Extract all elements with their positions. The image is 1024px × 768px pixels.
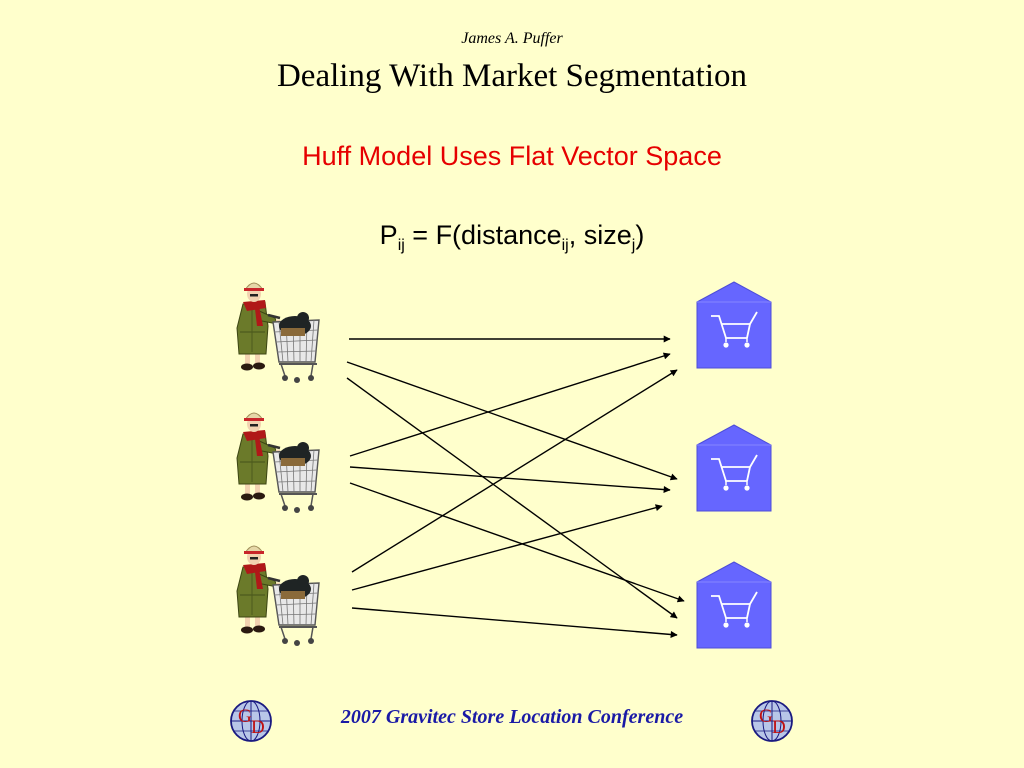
flow-arrow (346, 361, 678, 481)
store-icon (696, 424, 772, 512)
flow-arrow (351, 607, 678, 638)
logo-letter-g: G (238, 706, 252, 727)
author-name: James A. Puffer (461, 30, 563, 47)
formula-p: P (379, 220, 398, 250)
huff-formula: Pij = F(distanceij, sizej) (0, 220, 1024, 254)
shopper-icon (235, 411, 321, 515)
logo-letter-d: D (772, 717, 786, 738)
formula-size: , size (568, 220, 632, 250)
formula-distance: = F(distance (404, 220, 562, 250)
formula-close: ) (635, 220, 645, 250)
flow-arrow (351, 504, 663, 591)
flow-arrow (351, 369, 678, 573)
slide-subtitle: Huff Model Uses Flat Vector Space (302, 141, 722, 171)
gravitec-globe-logo-right: G D (751, 700, 793, 742)
flow-arrow (349, 466, 671, 494)
formula-size-subscript: j (631, 237, 636, 254)
shopper-icon (235, 544, 321, 648)
formula-distance-subscript: ij (561, 237, 569, 254)
conference-footer: 2007 Gravitec Store Location Conference (340, 706, 684, 728)
gravitec-globe-logo-left: G D (230, 700, 272, 742)
shopper-icon (235, 281, 321, 385)
logo-letter-d: D (251, 717, 265, 738)
store-icon (696, 561, 772, 649)
flow-arrow (349, 352, 671, 457)
slide-title: Dealing With Market Segmentation (276, 58, 748, 94)
logo-letter-g: G (759, 706, 773, 727)
flow-arrow (346, 377, 678, 619)
formula-p-subscript: ij (397, 237, 405, 254)
flow-arrow (349, 482, 685, 603)
store-icon (696, 281, 772, 369)
